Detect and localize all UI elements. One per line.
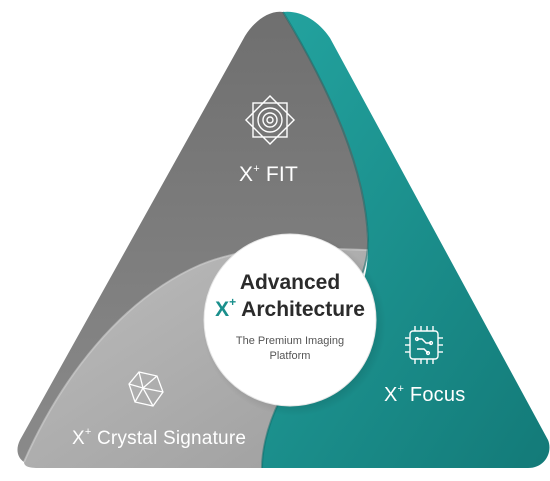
center-subtitle-line1: The Premium Imaging: [235, 335, 345, 347]
segment-label-fit: X+ FIT: [239, 163, 298, 187]
segment-label-focus-name: Focus: [404, 384, 466, 406]
segment-label-fit-prefix: X: [239, 163, 254, 186]
segment-label-crystal: X+ Crystal Signature: [72, 426, 247, 450]
center-title-line2: X+ Architecture: [205, 295, 375, 322]
segment-label-focus: X+ Focus: [384, 384, 465, 407]
center-title-prefix: X+: [215, 295, 237, 321]
segment-label-focus-sup: +: [397, 383, 405, 395]
segment-label-crystal-sup: +: [84, 426, 92, 438]
segment-label-fit-name: FIT: [259, 163, 298, 186]
segment-label-focus-prefix: X: [384, 384, 398, 406]
segment-label-crystal-name: Crystal Signature: [91, 428, 247, 449]
center-subtitle-line2: Platform: [269, 350, 311, 362]
segment-label-fit-sup: +: [253, 163, 260, 175]
lens-aperture-icon: [244, 94, 296, 146]
center-title-sup: +: [229, 295, 237, 309]
center-circle: [203, 233, 377, 407]
segment-fit: [17, 11, 369, 463]
segment-label-crystal-prefix: X: [72, 428, 85, 449]
center-title-x: X: [215, 298, 230, 321]
center-title-rest: Architecture: [236, 298, 365, 321]
center-title-block: Advanced X+ Architecture The Premium Ima…: [205, 235, 375, 405]
chip-circuit-icon: [405, 326, 443, 364]
crystal-cube-icon: [128, 371, 164, 407]
center-title-line1: Advanced: [239, 271, 341, 294]
